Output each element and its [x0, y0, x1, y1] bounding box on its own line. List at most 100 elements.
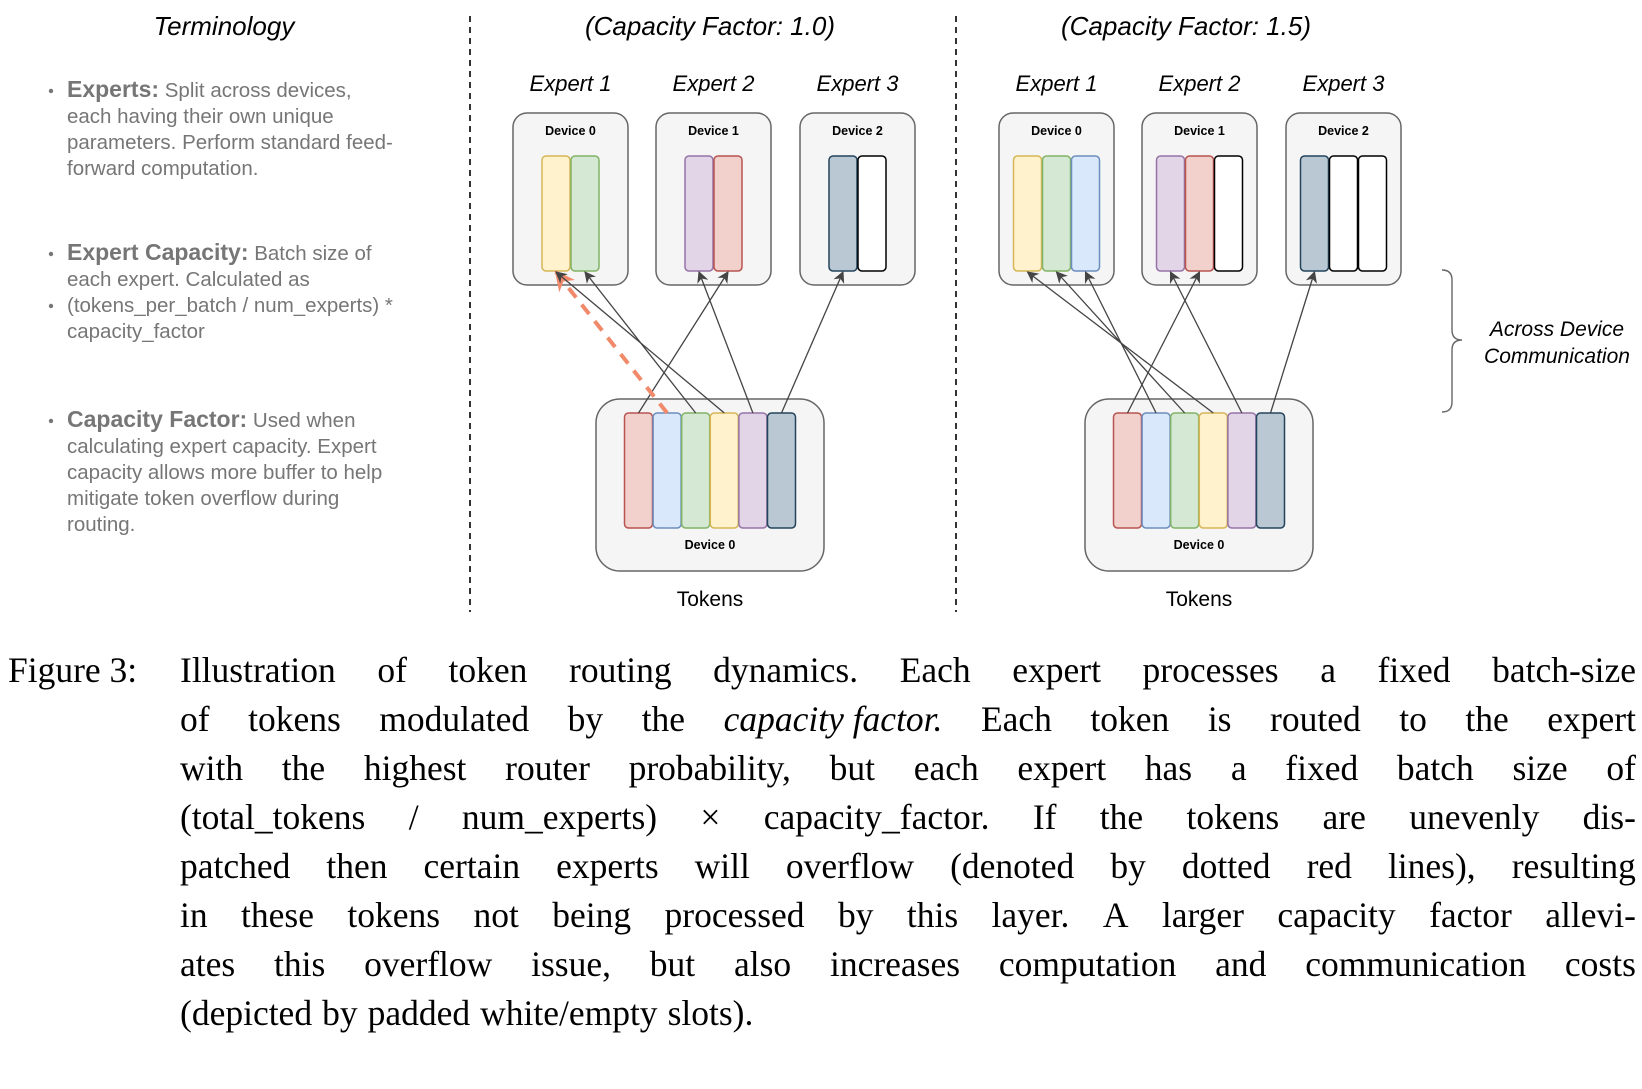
caption-word: by: [567, 699, 604, 739]
caption-word: expert: [1017, 748, 1107, 788]
annotation-line-2: Communication: [1484, 345, 1630, 368]
caption-word: also: [733, 944, 792, 984]
caption-word: allevi-: [1545, 895, 1636, 935]
device-label: Device 1: [688, 124, 739, 138]
caption-word: tokens: [347, 895, 441, 935]
token-green: [680, 412, 711, 529]
caption-word: dynamics.: [713, 650, 859, 690]
caption-word: probability,: [628, 748, 791, 788]
term-description: parameters. Perform standard feed-: [67, 131, 393, 154]
bullet-icon: [48, 88, 54, 94]
token-yellow: [1198, 412, 1229, 529]
caption-word: larger: [1161, 895, 1245, 935]
device-label: Device 0: [545, 124, 596, 138]
terminology-line: routing.: [67, 513, 135, 536]
overflow-route-arrow: [554, 270, 669, 415]
term-description: capacity allows more buffer to help: [67, 461, 382, 484]
device-label: Device 2: [1318, 124, 1369, 138]
routing-arrows: [554, 270, 845, 415]
route-arrow: [1026, 271, 1214, 414]
expert-slot-green: [1041, 155, 1072, 272]
caption-word: the: [281, 748, 326, 788]
panel-title: (Capacity Factor: 1.0): [585, 11, 835, 41]
terminology-line: Expert Capacity: Batch size of: [67, 239, 372, 265]
term-description: Used when: [247, 409, 355, 432]
expert-slot-slate: [828, 155, 858, 272]
caption-word: resulting: [1511, 846, 1636, 886]
caption-word: modulated: [379, 699, 530, 739]
caption-word: these: [241, 895, 314, 935]
terminology-line: forward computation.: [67, 157, 258, 180]
caption-word: expert: [1547, 699, 1636, 739]
caption-word: patched: [180, 846, 291, 886]
caption-word: red: [1306, 846, 1352, 886]
caption-word: the: [1465, 699, 1509, 739]
caption-word: expert: [1012, 650, 1101, 690]
expert-slot-blue: [1070, 155, 1101, 272]
caption-word: the: [641, 699, 686, 739]
caption-word: a: [1320, 650, 1336, 690]
caption-word: (depicted: [180, 993, 313, 1033]
term-description: forward computation.: [67, 157, 258, 180]
empty-slot: [1213, 155, 1244, 272]
caption-word: capacity factor.: [723, 699, 943, 739]
expert-label: Expert 1: [530, 71, 612, 96]
terminology-list: Experts: Split across devices,each havin…: [48, 76, 393, 536]
caption-word: token: [1090, 699, 1170, 739]
token-blue: [1141, 412, 1171, 529]
caption-word: increases: [829, 944, 961, 984]
expert-label: Expert 2: [1159, 71, 1241, 96]
term-description: Split across devices,: [159, 79, 352, 102]
caption-word: is: [1207, 699, 1232, 739]
expert-2: Expert 2 Device 1: [655, 71, 772, 286]
caption-word: computation: [998, 944, 1177, 984]
caption-word: ×: [700, 797, 721, 837]
terminology-line: Capacity Factor: Used when: [67, 406, 355, 432]
terminology-title: Terminology: [154, 11, 297, 41]
caption-word: unevenly: [1409, 797, 1540, 837]
term-name: Experts:: [67, 76, 159, 102]
caption-word: slots).: [667, 993, 754, 1033]
token-red: [1112, 412, 1143, 529]
caption-word: dis-: [1582, 797, 1636, 837]
terminology-line: parameters. Perform standard feed-: [67, 131, 393, 154]
tokens-label: Tokens: [677, 588, 744, 611]
caption-word: (denoted: [950, 846, 1075, 886]
caption-word: the: [1099, 797, 1144, 837]
term-description: (tokens_per_batch / num_experts) *: [67, 294, 393, 317]
route-arrow: [780, 270, 845, 414]
caption-word: processed: [664, 895, 805, 935]
caption-word: token: [448, 650, 528, 690]
panel-title: (Capacity Factor: 1.5): [1061, 11, 1311, 41]
caption-word: highest: [363, 748, 467, 788]
terminology-line: each expert. Calculated as: [67, 268, 310, 291]
caption-word: padded: [367, 993, 471, 1033]
caption-word: Illustration: [180, 650, 336, 690]
expert-label: Expert 3: [817, 71, 900, 96]
route-arrow: [1269, 270, 1317, 414]
caption-word: costs: [1564, 944, 1636, 984]
caption-word: by: [1110, 846, 1146, 886]
caption-word: and: [1215, 944, 1267, 984]
caption-word: but: [649, 944, 696, 984]
expert-label: Expert 2: [673, 71, 755, 96]
terminology-line: capacity allows more buffer to help: [67, 461, 382, 484]
token-purple: [1227, 412, 1257, 529]
caption-word: lines),: [1387, 846, 1476, 886]
route-arrow: [1126, 270, 1201, 414]
terminology-line: mitigate token overflow during: [67, 487, 339, 510]
annotation-line-1: Across Device: [1488, 318, 1624, 341]
expert-label: Expert 1: [1016, 71, 1098, 96]
caption-word: overflow: [364, 944, 493, 984]
caption-word: fixed: [1377, 650, 1451, 690]
term-description: Batch size of: [249, 242, 372, 265]
routing-arrows: [1026, 270, 1317, 414]
